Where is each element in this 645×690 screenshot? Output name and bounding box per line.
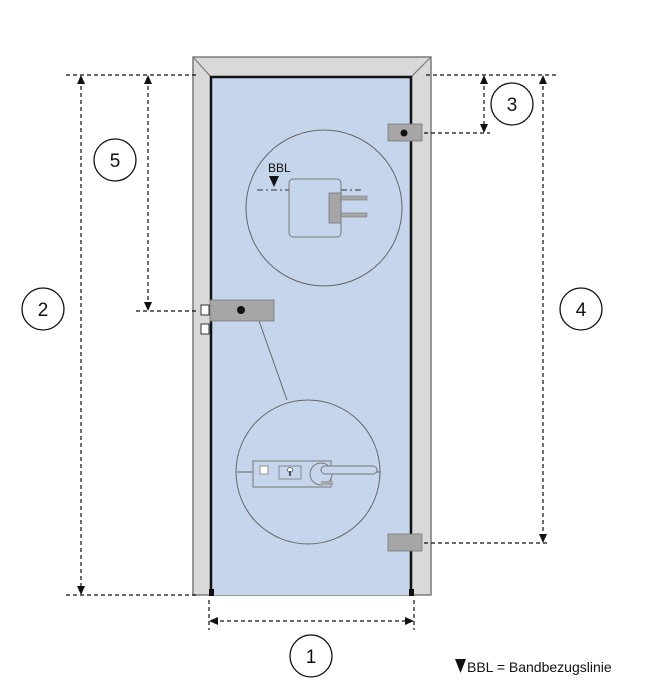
legend: BBL = Bandbezugslinie (455, 659, 612, 675)
dimension-lines (66, 74, 556, 630)
hinge-detail-circle: BBL (245, 129, 403, 287)
callout-4: 4 (559, 287, 603, 331)
bbl-label: BBL (268, 161, 291, 175)
legend-text: BBL = Bandbezugslinie (467, 659, 612, 675)
callout-3: 3 (490, 82, 534, 126)
door-rebate-line (209, 75, 413, 595)
callout-1-label: 1 (306, 647, 317, 668)
top-hinge (387, 123, 423, 142)
hinge-detail-icon (288, 178, 368, 238)
floor-mark-left (209, 589, 214, 596)
callout-2-label: 2 (38, 300, 49, 321)
dimension-arrowheads (77, 75, 547, 625)
callout-3-label: 3 (507, 95, 518, 116)
strike-plate (200, 304, 210, 335)
lock-detail-circle (235, 317, 381, 545)
lock-case (209, 299, 275, 322)
callout-5: 5 (93, 138, 137, 182)
callout-2: 2 (21, 287, 65, 331)
bottom-hinge (387, 533, 423, 552)
legend-bbl-marker-icon (455, 659, 466, 673)
bbl-marker-icon (269, 176, 279, 187)
callout-4-label: 4 (576, 300, 587, 321)
lock-handle-detail-icon (252, 460, 378, 488)
callout-1: 1 (289, 634, 333, 678)
floor-mark-right (409, 589, 414, 596)
callout-5-label: 5 (110, 151, 121, 172)
